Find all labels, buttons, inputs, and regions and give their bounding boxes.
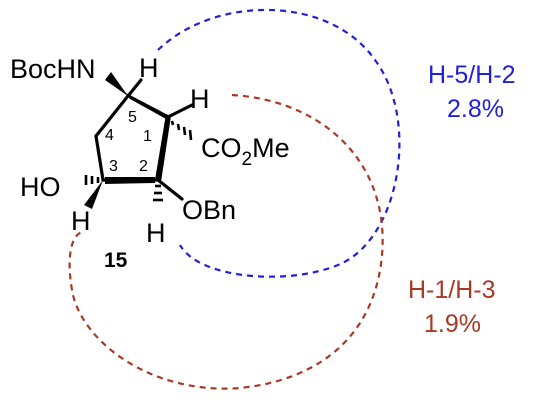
wedge-c5-nh [105,72,128,96]
noe-value-h5-h2: 2.8% [447,95,504,123]
bond-c4-c3 [94,134,105,182]
label-co2me-co: CO2Me [201,133,290,170]
wedge-c2-c3 [105,177,155,184]
hash-c3-oh [84,175,100,185]
ring-number-4: 4 [105,127,114,144]
label-h2: H [146,218,166,248]
bond-c1-h [166,103,194,119]
bond-c5-h [126,78,143,98]
wedge-c1-c2 [155,114,171,182]
noe-label-h1-h3: H-1/H-3 [408,276,496,304]
wedge-c3-h [84,180,103,209]
noe-arc-h1-h3 [68,93,384,390]
label-h5: H [139,53,159,83]
label-boc-nh: BocHN [10,54,96,84]
hash-c1-co2me [170,120,193,141]
label-h1: H [190,84,210,114]
noe-label-h5-h2: H-5/H-2 [428,61,516,89]
noe-value-h1-h3: 1.9% [424,310,481,338]
ring-number-5: 5 [128,109,137,126]
ring-number-1: 1 [143,128,152,145]
ring-number-2: 2 [139,158,148,175]
label-ho: HO [20,172,61,202]
label-obn: OBn [182,195,236,225]
label-h3: H [71,206,91,236]
noe-arc-h5-h2 [157,8,401,278]
ring-number-3: 3 [109,158,118,175]
wedge-c5-c1 [126,93,168,120]
compound-number: 15 [104,249,128,272]
bond-c5-c4 [94,94,130,138]
bond-c2-obn [156,178,184,201]
hash-c2-h [153,184,163,202]
